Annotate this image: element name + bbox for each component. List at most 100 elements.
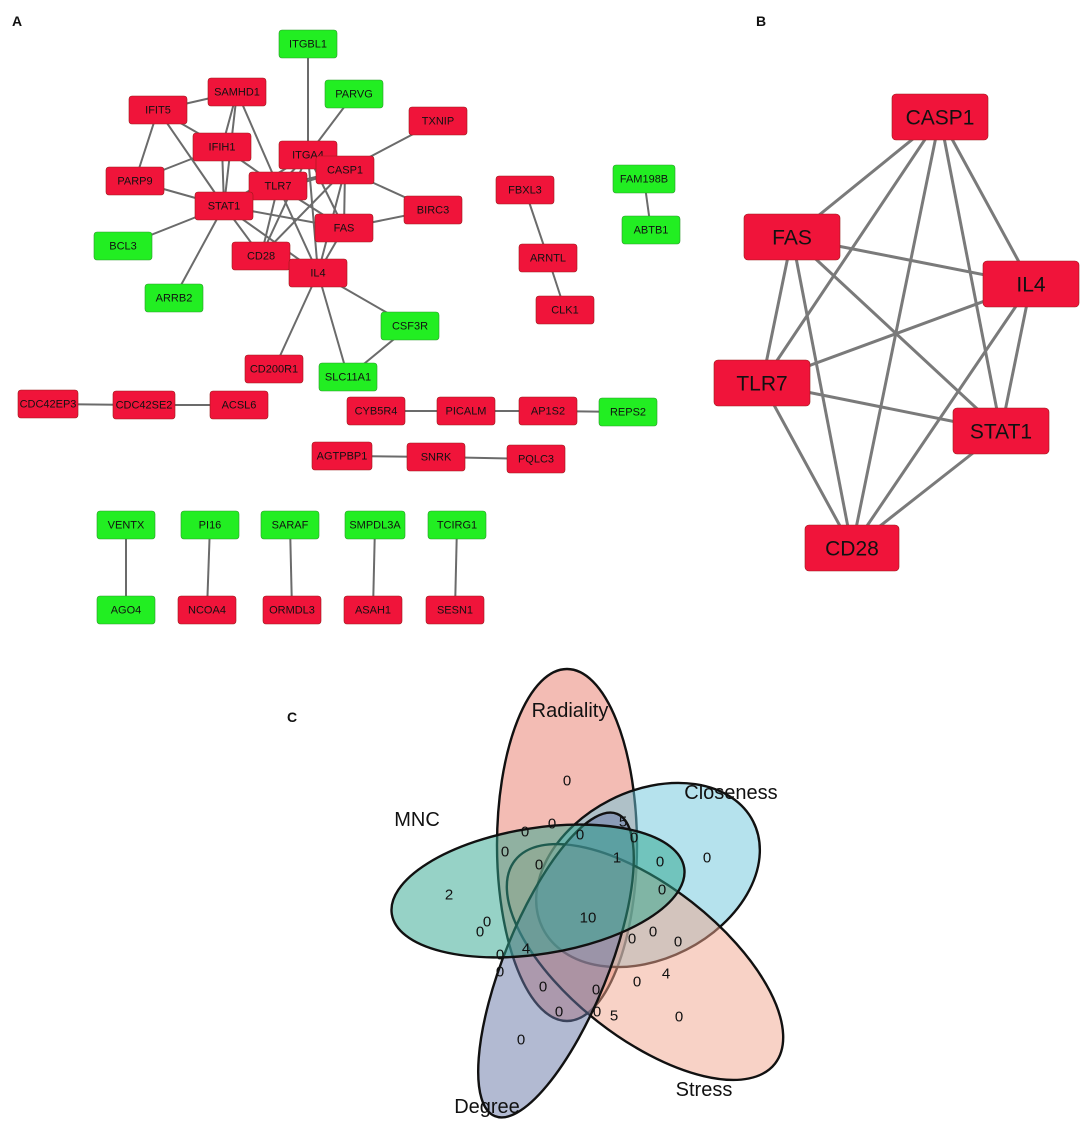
hub-edge-casp1-il4 (938, 116, 1033, 285)
hub-node-label: FAS (772, 227, 812, 250)
hub-node-label: CASP1 (906, 107, 975, 130)
venn-count: 10 (580, 910, 597, 927)
node-label: SARAF (272, 520, 309, 532)
edge-stat1-arrb2 (173, 205, 225, 299)
node-cd28: CD28 (231, 241, 291, 271)
node-label: STAT1 (208, 201, 241, 213)
venn-count: 1 (613, 850, 621, 867)
node-label: FAS (334, 223, 355, 235)
venn-count: 0 (517, 1032, 525, 1049)
node-label: NCOA4 (188, 605, 226, 617)
node-label: AGTPBP1 (317, 451, 368, 463)
venn-count: 0 (548, 816, 556, 833)
node-ifit5: IFIT5 (128, 95, 188, 125)
venn-count: 0 (555, 1004, 563, 1021)
node-label: IL4 (310, 268, 325, 280)
node-label: VENTX (108, 520, 145, 532)
panel-label-b: B (756, 13, 766, 29)
venn-count: 0 (633, 974, 641, 991)
node-label: ABTB1 (634, 225, 669, 237)
edge-tlr7-il4 (277, 185, 319, 274)
network-b-edges (760, 115, 1033, 550)
node-label: ARNTL (530, 253, 566, 265)
hub-edge-il4-stat1 (999, 283, 1033, 432)
node-cdc42ep3: CDC42EP3 (17, 389, 79, 419)
venn-count: 0 (630, 830, 638, 847)
venn-count: 0 (658, 882, 666, 899)
node-parvg: PARVG (324, 79, 384, 109)
node-label: SLC11A1 (325, 372, 371, 384)
node-stat1: STAT1 (194, 191, 254, 221)
hub-node-stat1: STAT1 (952, 407, 1050, 455)
node-pi16: PI16 (180, 510, 240, 540)
node-agtpbp1: AGTPBP1 (311, 441, 373, 471)
node-fbxl3: FBXL3 (495, 175, 555, 205)
node-label: SNRK (421, 452, 452, 464)
venn-count: 0 (539, 979, 547, 996)
node-label: REPS2 (610, 407, 646, 419)
node-label: IFIT5 (145, 105, 171, 117)
node-saraf: SARAF (260, 510, 320, 540)
node-label: CSF3R (392, 321, 428, 333)
node-label: SMPDL3A (349, 520, 401, 532)
hub-node-casp1: CASP1 (891, 93, 989, 141)
venn-count: 0 (521, 824, 529, 841)
node-label: TXNIP (422, 116, 454, 128)
node-tlr7: TLR7 (248, 171, 308, 201)
venn-count: 2 (445, 887, 453, 904)
venn-count: 0 (675, 1009, 683, 1026)
venn-diagram: Radiality Closeness Stress Degree MNC 0 … (390, 667, 785, 1119)
venn-set-label-radiality: Radiality (532, 700, 609, 722)
node-label: CASP1 (327, 165, 363, 177)
node-tcirg1: TCIRG1 (427, 510, 487, 540)
node-label: CYB5R4 (355, 406, 398, 418)
node-label: CDC42SE2 (116, 400, 173, 412)
node-clk1: CLK1 (535, 295, 595, 325)
node-ifih1: IFIH1 (192, 132, 252, 162)
venn-set-label-stress: Stress (676, 1079, 733, 1101)
node-ventx: VENTX (96, 510, 156, 540)
venn-count: 0 (649, 924, 657, 941)
node-label: AP1S2 (531, 406, 565, 418)
node-csf3r: CSF3R (380, 311, 440, 341)
node-acsl6: ACSL6 (209, 390, 269, 420)
venn-count: 0 (535, 857, 543, 874)
node-bcl3: BCL3 (93, 231, 153, 261)
venn-count: 4 (522, 941, 530, 958)
hub-edge-tlr7-cd28 (760, 382, 854, 549)
node-label: BIRC3 (417, 205, 449, 217)
node-snrk: SNRK (406, 442, 466, 472)
venn-count: 4 (662, 966, 670, 983)
hub-node-fas: FAS (743, 213, 841, 261)
hub-edge-fas-cd28 (790, 236, 854, 549)
node-label: ITGBL1 (289, 39, 327, 51)
hub-node-label: CD28 (825, 538, 879, 561)
node-label: IFIH1 (209, 142, 236, 154)
hub-edge-il4-cd28 (850, 283, 1033, 549)
node-parp9: PARP9 (105, 166, 165, 196)
venn-set-label-degree: Degree (454, 1096, 520, 1118)
edge-il4-cd200r1 (273, 272, 319, 370)
venn-count: 0 (628, 931, 636, 948)
node-asah1: ASAH1 (343, 595, 403, 625)
node-il4: IL4 (288, 258, 348, 288)
node-cdc42se2: CDC42SE2 (112, 390, 176, 420)
edge-il4-slc11a1 (317, 272, 349, 378)
panel-label-c: C (287, 709, 297, 725)
venn-count: 0 (496, 947, 504, 964)
hub-node-tlr7: TLR7 (713, 359, 811, 407)
node-label: PARP9 (117, 176, 152, 188)
venn-count: 0 (501, 844, 509, 861)
node-pqlc3: PQLC3 (506, 444, 566, 474)
venn-count: 0 (563, 773, 571, 790)
venn-count: 0 (656, 854, 664, 871)
node-label: BCL3 (109, 241, 137, 253)
node-label: ASAH1 (355, 605, 391, 617)
venn-count: 0 (483, 914, 491, 931)
hub-node-cd28: CD28 (804, 524, 900, 572)
hub-node-label: IL4 (1016, 274, 1046, 297)
panel-label-a: A (12, 13, 22, 29)
node-birc3: BIRC3 (403, 195, 463, 225)
